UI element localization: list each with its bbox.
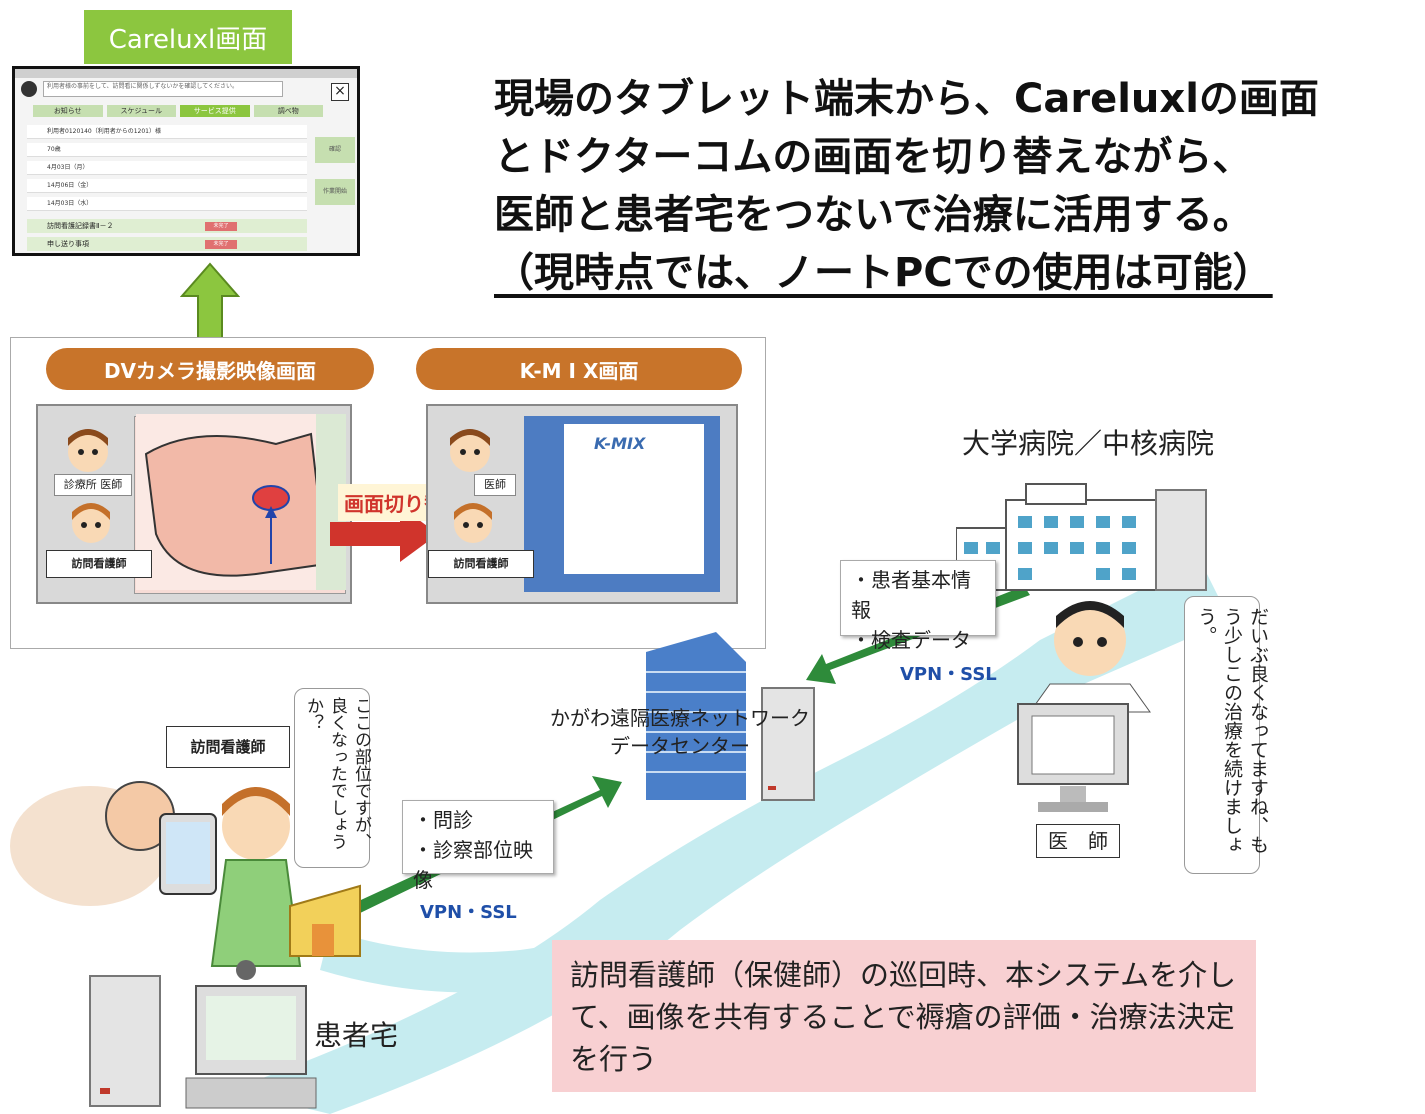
patient-home-illustration <box>10 781 361 1109</box>
careluxl-screen-label: Careluxl画面 <box>84 10 292 64</box>
doctor-speech-bubble: だいぶ良くなってますね、もう少しこの治療を続けましょう。 <box>1184 596 1269 874</box>
doctor-tag-right: 医師 <box>474 474 516 496</box>
doctor-avatar-icon <box>450 429 490 472</box>
datacenter-label-line: かがわ遠隔医療ネットワーク <box>550 706 810 730</box>
vpn-label-top: VPN・SSL <box>900 664 997 685</box>
summary-box: 訪問看護師（保健師）の巡回時、本システムを介して、画像を共有することで褥瘡の評価… <box>552 940 1256 1092</box>
list-item: ・診察部位映像 <box>413 838 533 892</box>
list-item: ・問診 <box>413 808 473 832</box>
patient-home-label: 患者宅 <box>314 1019 399 1052</box>
doctor-figure-icon <box>1017 601 1151 812</box>
nurse-speech-text: ここの部位ですが、良くなったでしょうか？ <box>303 697 371 850</box>
tab-service[interactable]: サービス提供 <box>180 105 250 117</box>
datacenter-building-icon <box>646 632 815 801</box>
tablet-message-box: 利用者様の事前をして、訪問看に関係しずないかを確認してください。 <box>43 81 283 97</box>
tablet-titlebar <box>15 69 357 78</box>
datacenter-label: かがわ遠隔医療ネットワーク データセンター <box>538 704 822 760</box>
tablet-screen: 利用者様の事前をして、訪問看に関係しずないかを確認してください。 × お知らせ … <box>12 66 360 256</box>
start-work-button[interactable]: 作業開始 <box>315 179 355 205</box>
nurse-speech-bubble: ここの部位ですが、良くなったでしょうか？ <box>294 688 371 868</box>
tab-notices[interactable]: お知らせ <box>33 105 103 117</box>
doctor-speech-text: だいぶ良くなってますね、もう少しこの治療を続けましょう。 <box>1195 607 1269 854</box>
vpn-label-bottom: VPN・SSL <box>420 902 517 923</box>
dv-camera-screen-title: DVカメラ撮影映像画面 <box>46 348 374 390</box>
nurse-tag-left: 訪問看護師 <box>46 550 152 578</box>
nurse-avatar-icon <box>454 503 492 543</box>
avatar-icon <box>21 81 37 97</box>
list-item: 訪問看護記録書Ⅱ－２ <box>27 219 307 233</box>
table-row: 4月03日（月） <box>27 161 307 175</box>
list-item: 申し送り事項 <box>27 237 307 251</box>
nurse-tag-right: 訪問看護師 <box>428 550 534 578</box>
table-row: 14月06日（金） <box>27 179 307 193</box>
nurse-tag: 訪問看護師 <box>166 726 290 768</box>
hospital-building-icon <box>956 483 1207 591</box>
doctor-label: 医 師 <box>1036 824 1120 858</box>
headline-line: 現場のタブレット端末から、Careluxlの画面 <box>494 76 1319 122</box>
up-arrow-icon <box>180 262 240 339</box>
wound-image <box>136 414 346 590</box>
hospital-info-box: ・患者基本情報 ・検査データ <box>840 560 996 652</box>
patient-info-box: ・問診 ・診察部位映像 <box>402 800 554 892</box>
doctor-avatar-icon <box>68 429 108 472</box>
datacenter-label-line: データセンター <box>610 734 750 758</box>
headline-line: とドクターコムの画面を切り替えながら、 <box>494 134 1253 180</box>
headline-line: 医師と患者宅をつないで治療に活用する。 <box>494 192 1253 238</box>
list-item: ・検査データ <box>851 628 971 652</box>
table-row: 利用者0120140（利用者からの1201）様 <box>27 125 307 139</box>
clinic-doctor-tag: 診療所 医師 <box>54 474 132 496</box>
table-row: 70歳 <box>27 143 307 157</box>
confirm-button[interactable]: 確認 <box>315 137 355 163</box>
close-icon[interactable]: × <box>331 83 349 101</box>
tab-lookup[interactable]: 調べ物 <box>253 105 323 117</box>
kmix-screen-title: K-M I X画面 <box>416 348 742 390</box>
table-row: 14月03日（水） <box>27 197 307 211</box>
tablet-tabs: お知らせ スケジュール サービス提供 調べ物 <box>33 105 323 117</box>
incomplete-button[interactable]: 未完了 <box>205 240 237 249</box>
tab-schedule[interactable]: スケジュール <box>106 105 176 117</box>
headline: 現場のタブレット端末から、Careluxlの画面 とドクターコムの画面を切り替え… <box>494 70 1419 302</box>
kmix-logo: K-MIX <box>594 434 646 453</box>
list-item: ・患者基本情報 <box>851 568 971 622</box>
headline-note: （現時点では、ノートPCでの使用は可能） <box>494 250 1273 296</box>
hospital-label: 大学病院／中核病院 <box>962 427 1215 460</box>
nurse-avatar-icon <box>72 503 110 543</box>
kmix-page-image: K-MIX <box>524 416 720 592</box>
incomplete-button[interactable]: 未完了 <box>205 222 237 231</box>
